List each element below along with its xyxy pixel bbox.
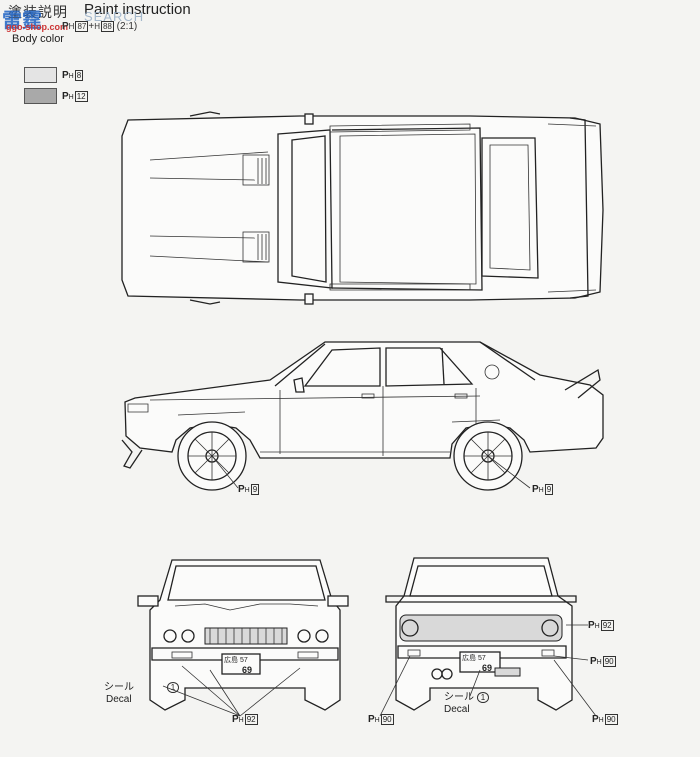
car-rear-view [379, 557, 597, 717]
decal-label-rear: シール 1 Decal [444, 692, 490, 716]
car-side-view [121, 341, 604, 491]
car-front-view [137, 559, 349, 717]
search-overlay-text: SEARCH [84, 9, 145, 24]
page-title: Paint instruction [84, 1, 191, 18]
watermark-url: ggo-shop.com [6, 22, 68, 32]
watermark-logo: 雷霆 [2, 8, 42, 32]
decal-label-front: シール 1 Decal [104, 682, 180, 706]
car-top-view [121, 111, 604, 305]
color-swatch-dark [24, 88, 57, 104]
body-color-label: Body color [12, 33, 64, 45]
color-swatch-light [24, 67, 57, 83]
header-jp-title: 塗装説明 [8, 5, 68, 21]
